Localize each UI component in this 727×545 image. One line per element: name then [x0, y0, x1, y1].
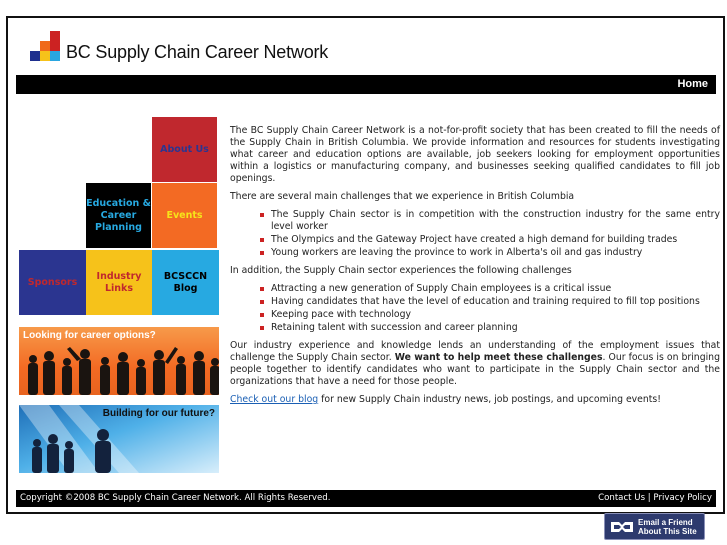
contact-us-link[interactable]: Contact Us	[598, 493, 646, 503]
education-career-label: Education & Career Planning	[86, 197, 151, 233]
sector-intro: In addition, the Supply Chain sector exp…	[230, 265, 572, 276]
logo-icon[interactable]	[30, 31, 62, 61]
career-options-caption: Looking for career options?	[23, 330, 156, 341]
email-friend-line1: Email a Friend	[638, 518, 693, 527]
people-silhouette-icon	[19, 405, 139, 473]
list-item: The Supply Chain sector is in competitio…	[260, 209, 720, 233]
sponsors-label: Sponsors	[27, 276, 78, 288]
closing-start: Our industry experience and knowledge le…	[230, 340, 720, 363]
intro-paragraph: The BC Supply Chain Career Network is a …	[230, 125, 720, 184]
list-item: The Olympics and the Gateway Project hav…	[260, 234, 720, 246]
about-us-tile[interactable]: About Us	[152, 117, 217, 182]
challenges-intro: There are several main challenges that w…	[230, 191, 575, 202]
privacy-policy-link[interactable]: Privacy Policy	[653, 493, 712, 503]
list-item: Retaining talent with succession and car…	[260, 322, 720, 334]
sponsors-tile[interactable]: Sponsors	[19, 250, 86, 315]
main-content: The BC Supply Chain Career Network is a …	[230, 125, 720, 412]
copyright-text: Copyright ©2008 BC Supply Chain Career N…	[20, 493, 331, 503]
career-options-banner[interactable]: Looking for career options?	[19, 327, 219, 395]
list-item: Having candidates that have the level of…	[260, 296, 720, 308]
future-caption: Building for our future?	[102, 408, 215, 419]
email-friend-line2: About This Site	[638, 527, 697, 536]
crowd-silhouette-icon	[28, 347, 219, 395]
footer-links: Contact Us | Privacy Policy	[598, 493, 712, 503]
industry-links-tile[interactable]: Industry Links	[86, 250, 152, 315]
blog-paragraph: Check out our blog for new Supply Chain …	[230, 394, 720, 406]
blog-tile[interactable]: BCSCCN Blog	[152, 250, 219, 315]
page-frame: BC Supply Chain Career Network Home Abou…	[6, 16, 725, 514]
challenges-list: The Supply Chain sector is in competitio…	[260, 209, 720, 259]
future-banner[interactable]: Building for our future?	[19, 405, 219, 473]
top-nav-bar: Home	[16, 75, 716, 94]
footer-separator: |	[647, 493, 651, 503]
list-item: Young workers are leaving the province t…	[260, 247, 720, 259]
email-friend-button[interactable]: Email a Friend About This Site	[604, 513, 705, 540]
footer-bar: Copyright ©2008 BC Supply Chain Career N…	[16, 490, 716, 507]
sector-challenges-list: Attracting a new generation of Supply Ch…	[260, 283, 720, 334]
closing-paragraph: Our industry experience and knowledge le…	[230, 340, 720, 388]
list-item: Attracting a new generation of Supply Ch…	[260, 283, 720, 295]
list-item: Keeping pace with technology	[260, 309, 720, 321]
home-link[interactable]: Home	[677, 78, 708, 90]
blog-rest: for new Supply Chain industry news, job …	[318, 394, 662, 405]
blog-link[interactable]: Check out our blog	[230, 394, 319, 405]
events-tile[interactable]: Events	[152, 183, 217, 248]
industry-links-label: Industry Links	[96, 270, 142, 294]
about-us-label: About Us	[160, 143, 209, 155]
education-career-tile[interactable]: Education & Career Planning	[86, 183, 151, 248]
closing-end: . Our focus is on bringing people togeth…	[230, 352, 720, 387]
events-label: Events	[166, 209, 203, 221]
email-friend-text: Email a Friend About This Site	[638, 518, 697, 536]
site-title: BC Supply Chain Career Network	[66, 42, 329, 62]
share-icon	[611, 522, 633, 532]
blog-label: BCSCCN Blog	[163, 270, 208, 294]
closing-bold: We want to help meet these challenges	[394, 352, 603, 363]
